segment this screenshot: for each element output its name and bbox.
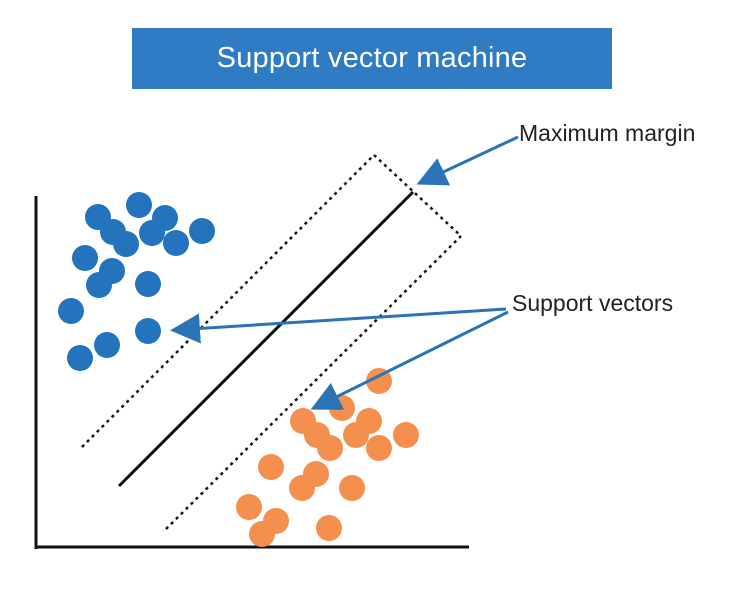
data-point — [72, 245, 98, 271]
support-vector-arrow-orange — [310, 310, 509, 410]
data-point — [126, 192, 152, 218]
maximum-margin-label: Maximum margin — [519, 120, 696, 146]
title-banner: Support vector machine — [132, 28, 612, 89]
data-point — [135, 271, 161, 297]
data-point — [58, 298, 84, 324]
data-point — [317, 435, 343, 461]
margin-boundary-upper — [81, 154, 375, 448]
support-vectors-label: Support vectors — [512, 290, 674, 316]
data-point — [139, 220, 165, 246]
data-point — [86, 272, 112, 298]
data-point — [339, 475, 365, 501]
data-point — [343, 422, 369, 448]
data-point — [113, 231, 139, 257]
data-point — [236, 494, 262, 520]
decision-hyperplane — [117, 190, 415, 488]
data-point — [189, 218, 215, 244]
support-vector-arrow-blue — [170, 307, 507, 344]
data-point — [366, 368, 392, 394]
data-point — [289, 475, 315, 501]
data-point — [67, 345, 93, 371]
data-point — [393, 422, 419, 448]
data-point — [135, 318, 161, 344]
data-point — [163, 230, 189, 256]
class-a-points — [58, 192, 215, 371]
data-point — [316, 515, 342, 541]
data-point — [249, 521, 275, 547]
margin-box-top-edge — [373, 154, 462, 237]
page-title: Support vector machine — [216, 42, 528, 74]
data-point — [366, 435, 392, 461]
data-point — [258, 454, 284, 480]
maximum-margin-arrow — [416, 135, 519, 186]
data-point — [94, 332, 120, 358]
class-b-points — [236, 368, 419, 547]
